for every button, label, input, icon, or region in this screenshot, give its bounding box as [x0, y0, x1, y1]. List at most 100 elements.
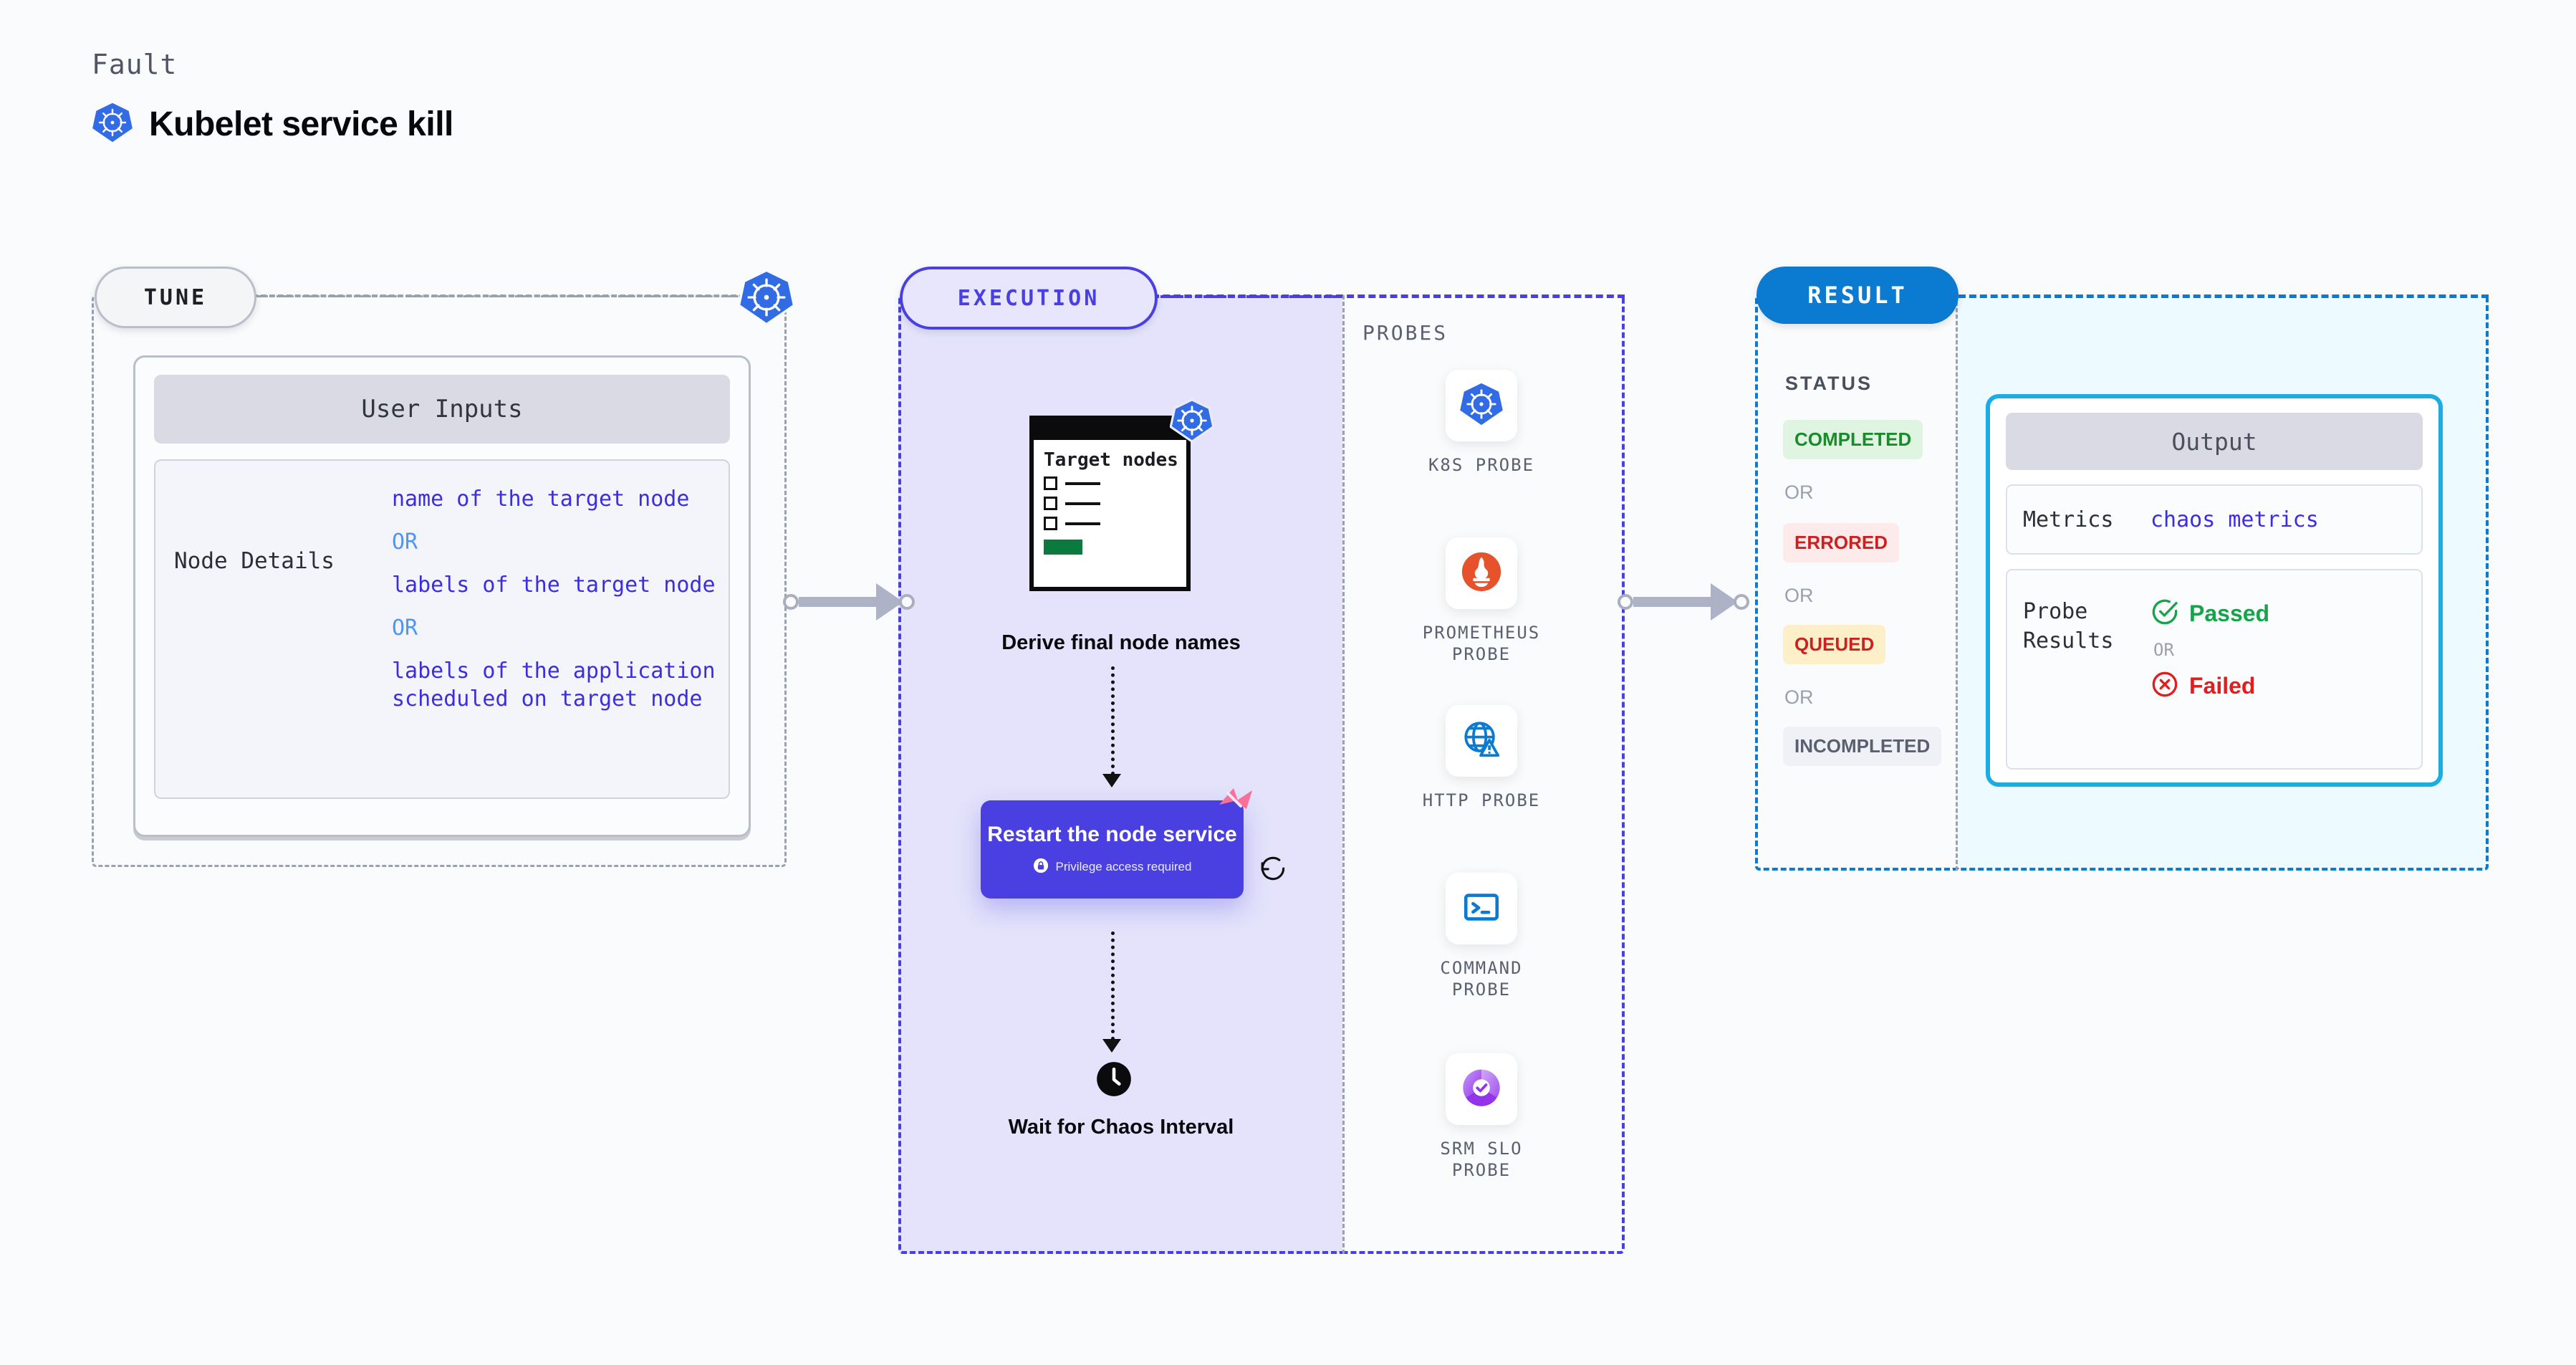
placeholder-line: [1065, 502, 1100, 505]
checkbox-icon: [1044, 497, 1057, 511]
node-detail-option: labels of the application scheduled on t…: [392, 658, 716, 712]
connector-bar: [1633, 597, 1711, 607]
probe-tile: [1446, 1053, 1517, 1125]
derive-final-node-names-label: Derive final node names: [1001, 631, 1241, 654]
output-header: Output: [2006, 413, 2423, 470]
user-inputs-header: User Inputs: [154, 375, 730, 444]
probe-item-srm-slo[interactable]: SRM SLO PROBE: [1410, 1053, 1553, 1181]
or-separator: OR: [1784, 482, 1814, 503]
probe-results-values: Passed OR Failed: [2150, 598, 2269, 768]
flow-arrow-icon: [1102, 1039, 1121, 1053]
result-pill[interactable]: RESULT: [1756, 267, 1959, 324]
target-nodes-card: Target nodes: [1029, 416, 1191, 591]
or-separator: OR: [392, 529, 418, 555]
probe-result-failed: Failed: [2150, 670, 2269, 702]
check-circle-icon: [2150, 598, 2179, 630]
target-node-row: [1034, 476, 1186, 491]
flow-connector-line: [1111, 931, 1115, 1040]
connector-arrow-icon: [876, 583, 903, 621]
target-node-row: [1034, 497, 1186, 511]
user-inputs-body: Node Details name of the target node OR …: [154, 459, 730, 799]
kubernetes-icon: [737, 269, 796, 326]
privilege-note: Privilege access required: [1033, 858, 1192, 877]
tune-pill[interactable]: TUNE: [95, 267, 256, 328]
probe-item-prometheus[interactable]: PROMETHEUS PROBE: [1410, 537, 1553, 665]
fault-kicker: Fault: [92, 49, 178, 80]
restart-step-label: Restart the node service: [987, 823, 1237, 847]
page-title-row: Kubelet service kill: [92, 102, 453, 147]
metrics-label: Metrics: [2023, 507, 2114, 532]
progress-bar: [1044, 540, 1082, 555]
flow-arrow-icon: [1102, 774, 1121, 787]
probes-divider: [1342, 295, 1345, 1254]
connector-execution-to-result: [1618, 583, 1749, 621]
passed-label: Passed: [2189, 600, 2270, 626]
connector-bar: [799, 597, 876, 607]
or-separator: OR: [392, 615, 418, 641]
retry-icon[interactable]: [1257, 853, 1289, 884]
metrics-value: chaos metrics: [2150, 507, 2319, 532]
srm-slo-icon: [1461, 1067, 1502, 1112]
probe-tile: [1446, 873, 1517, 944]
failed-label: Failed: [2189, 673, 2256, 699]
kubernetes-icon: [92, 102, 133, 147]
kubernetes-icon: [1169, 398, 1215, 444]
tune-top-dashed-line: [252, 294, 754, 297]
harness-logo-icon: [1218, 785, 1254, 819]
execution-top-dashed-line: [1152, 294, 1625, 298]
lock-icon: [1033, 858, 1049, 877]
restart-the-node-service-step[interactable]: Restart the node service Privilege acces…: [981, 800, 1244, 899]
node-detail-option: labels of the target node: [392, 572, 716, 598]
placeholder-line: [1065, 522, 1100, 525]
status-badge-queued: QUEUED: [1783, 625, 1886, 664]
probe-item-k8s[interactable]: K8S PROBE: [1410, 370, 1553, 476]
connector-arrow-icon: [1711, 583, 1738, 621]
checkbox-icon: [1044, 476, 1057, 491]
metrics-row: Metrics chaos metrics: [2006, 484, 2423, 555]
result-top-dashed-line: [1959, 294, 2489, 298]
probe-label: PROMETHEUS PROBE: [1422, 623, 1541, 665]
flow-connector-line: [1111, 666, 1115, 775]
probe-results-row: Probe Results Passed OR: [2006, 569, 2423, 770]
connector-tune-to-execution: [783, 583, 915, 621]
probe-label: SRM SLO PROBE: [1440, 1139, 1523, 1181]
node-detail-option: name of the target node: [392, 487, 690, 512]
checkbox-icon: [1044, 517, 1057, 531]
status-badge-errored: ERRORED: [1783, 523, 1900, 562]
target-node-row: [1034, 517, 1186, 531]
page-header: Fault Kubelet service kill: [92, 49, 453, 147]
terminal-icon: [1461, 886, 1502, 931]
connector-dot: [899, 594, 915, 610]
probes-section-label: PROBES: [1363, 321, 1448, 345]
probe-label: K8S PROBE: [1428, 455, 1535, 475]
node-details-label: Node Details: [174, 548, 335, 574]
probe-label: COMMAND PROBE: [1440, 958, 1523, 1000]
execution-pill[interactable]: EXECUTION: [900, 267, 1158, 330]
probe-tile: [1446, 705, 1517, 777]
placeholder-line: [1065, 482, 1100, 485]
privilege-note-text: Privilege access required: [1055, 860, 1192, 874]
probe-tile: [1446, 537, 1517, 609]
connector-dot: [1618, 594, 1633, 610]
node-details-values: name of the target node OR labels of the…: [392, 485, 729, 798]
user-inputs-card: User Inputs Node Details name of the tar…: [133, 355, 751, 837]
prometheus-icon: [1459, 550, 1504, 598]
probe-result-passed: Passed: [2150, 598, 2269, 630]
kubernetes-icon: [1459, 382, 1504, 430]
probe-results-label: Probe Results: [2023, 599, 2114, 653]
wait-for-chaos-interval-label: Wait for Chaos Interval: [1008, 1116, 1234, 1139]
globe-warning-icon: [1461, 719, 1502, 764]
probe-item-command[interactable]: COMMAND PROBE: [1410, 873, 1553, 1000]
connector-dot: [783, 594, 799, 610]
connector-dot: [1734, 594, 1749, 610]
target-nodes-title: Target nodes: [1044, 449, 1178, 471]
status-label: STATUS: [1785, 373, 1873, 394]
result-divider: [1956, 295, 1958, 871]
or-separator: OR: [1784, 686, 1814, 708]
or-separator: OR: [2153, 640, 2174, 660]
page-title: Kubelet service kill: [149, 105, 453, 143]
status-badge-completed: COMPLETED: [1783, 420, 1923, 459]
probe-item-http[interactable]: HTTP PROBE: [1410, 705, 1553, 811]
or-separator: OR: [1784, 585, 1814, 606]
probe-label: HTTP PROBE: [1422, 790, 1541, 810]
